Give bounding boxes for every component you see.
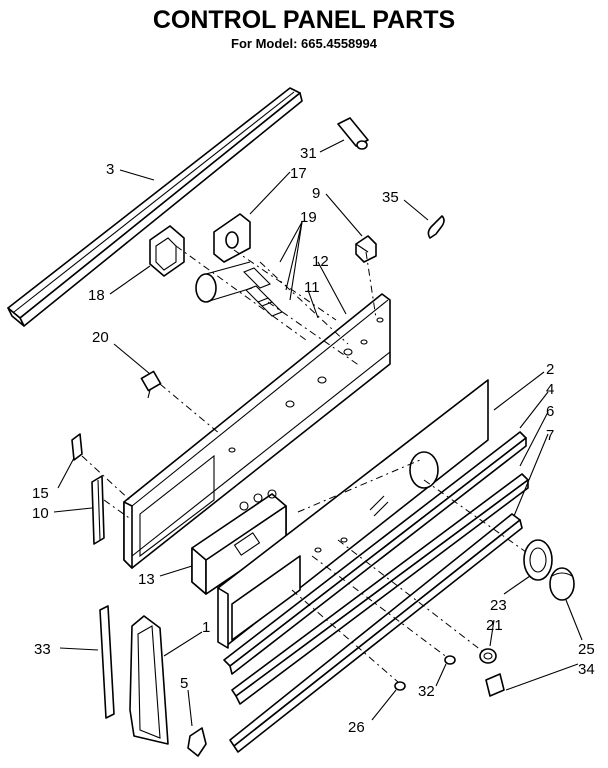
part-2-glass-panel — [217, 379, 489, 649]
callout-20: 20 — [92, 329, 109, 346]
part-17-switch — [213, 213, 251, 263]
part-35-clip — [427, 215, 445, 239]
callout-11: 11 — [304, 279, 320, 296]
diagram-header: CONTROL PANEL PARTS For Model: 665.45589… — [0, 6, 608, 52]
callout-4: 4 — [546, 381, 554, 398]
part-19-terminals — [195, 261, 283, 317]
part-15-bracket — [71, 433, 83, 461]
part-13-timer — [191, 489, 287, 595]
callout-26: 26 — [348, 719, 365, 736]
part-1-end-cap — [129, 615, 169, 745]
callout-10: 10 — [32, 505, 49, 522]
callout-23: 23 — [490, 597, 507, 614]
part-12-control-panel — [123, 293, 391, 569]
callout-13: 13 — [138, 571, 155, 588]
callout-7: 7 — [546, 427, 554, 444]
callout-15: 15 — [32, 485, 49, 502]
callout-17: 17 — [290, 165, 307, 182]
part-26-screw — [394, 681, 406, 691]
callout-34: 34 — [578, 661, 595, 678]
part-9-bracket — [355, 235, 377, 263]
part-18-relay — [149, 225, 185, 277]
callout-31: 31 — [300, 145, 317, 162]
callout-1: 1 — [202, 619, 210, 636]
model-subtitle: For Model: 665.4558994 — [231, 36, 377, 51]
part-6-trim — [231, 473, 529, 705]
page-title: CONTROL PANEL PARTS — [152, 6, 456, 34]
part-31-clip — [337, 117, 369, 150]
callout-3: 3 — [106, 161, 114, 178]
callout-5: 5 — [180, 675, 188, 692]
callout-19: 19 — [300, 209, 317, 226]
leader-lines — [53, 139, 583, 727]
callout-18: 18 — [88, 287, 105, 304]
callout-21: 21 — [486, 617, 503, 634]
callout-25: 25 — [578, 641, 595, 658]
alignment-lines — [81, 245, 527, 683]
callout-2: 2 — [546, 361, 554, 378]
part-23-knob-skirt — [523, 539, 553, 581]
part-10-bracket — [91, 475, 105, 545]
part-7-trim — [229, 513, 523, 753]
part-5-clip — [187, 727, 207, 757]
part-3-top-trim — [7, 87, 303, 327]
callout-32: 32 — [418, 683, 435, 700]
callout-33: 33 — [34, 641, 51, 658]
callout-labels: 3 31 17 9 35 19 12 18 11 20 2 4 6 7 15 1… — [32, 145, 595, 736]
callout-12: 12 — [312, 253, 329, 270]
part-34-clip — [485, 673, 505, 697]
part-20-sensor — [140, 370, 162, 399]
callout-9: 9 — [312, 185, 320, 202]
part-32-screw — [444, 655, 456, 665]
callout-35: 35 — [382, 189, 399, 206]
part-21-clip — [479, 648, 497, 664]
callout-6: 6 — [546, 403, 554, 420]
part-25-knob — [549, 567, 575, 601]
part-4-trim — [223, 431, 527, 675]
part-33-strip — [99, 605, 115, 719]
